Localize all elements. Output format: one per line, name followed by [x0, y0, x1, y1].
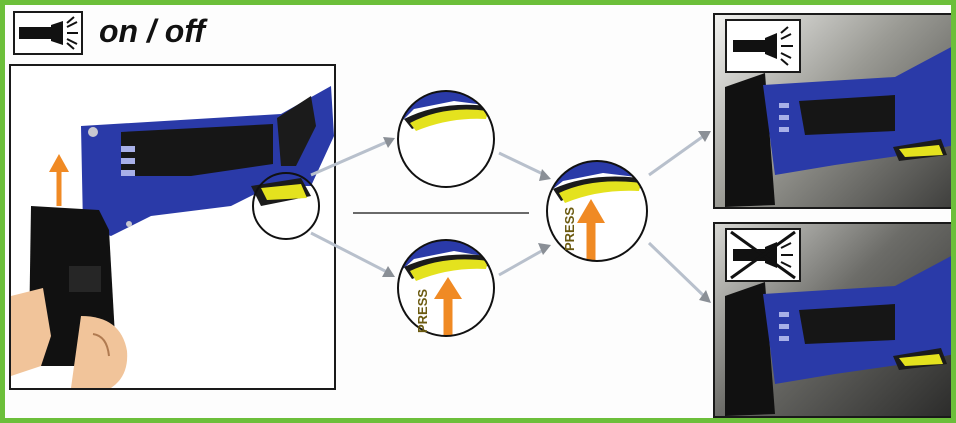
flashlight-on-icon: [733, 26, 793, 66]
result-light-on-panel: [713, 13, 951, 209]
press-label-1-wrap: PRESS: [415, 289, 430, 333]
press-label-2: PRESS: [562, 207, 577, 251]
result-light-off-panel: [713, 222, 951, 418]
title-flashlight-box: [13, 11, 83, 55]
zoom-circle-trigger-rest: [397, 90, 495, 188]
zoom-circle-trigger-release: [546, 160, 648, 262]
page-title: on / off: [99, 13, 206, 49]
press-label-1: PRESS: [415, 289, 430, 333]
flashlight-icon: [19, 16, 78, 50]
zoom-circle-trigger-press: [397, 239, 495, 337]
main-tool-panel: [9, 64, 336, 390]
result-off-icon-box: [725, 228, 801, 282]
press-label-2-wrap: PRESS: [562, 207, 577, 251]
tool-illustration: [11, 86, 334, 388]
flashlight-off-icon: [730, 230, 796, 280]
flow-arrows: [310, 131, 711, 303]
result-on-icon-box: [725, 19, 801, 73]
